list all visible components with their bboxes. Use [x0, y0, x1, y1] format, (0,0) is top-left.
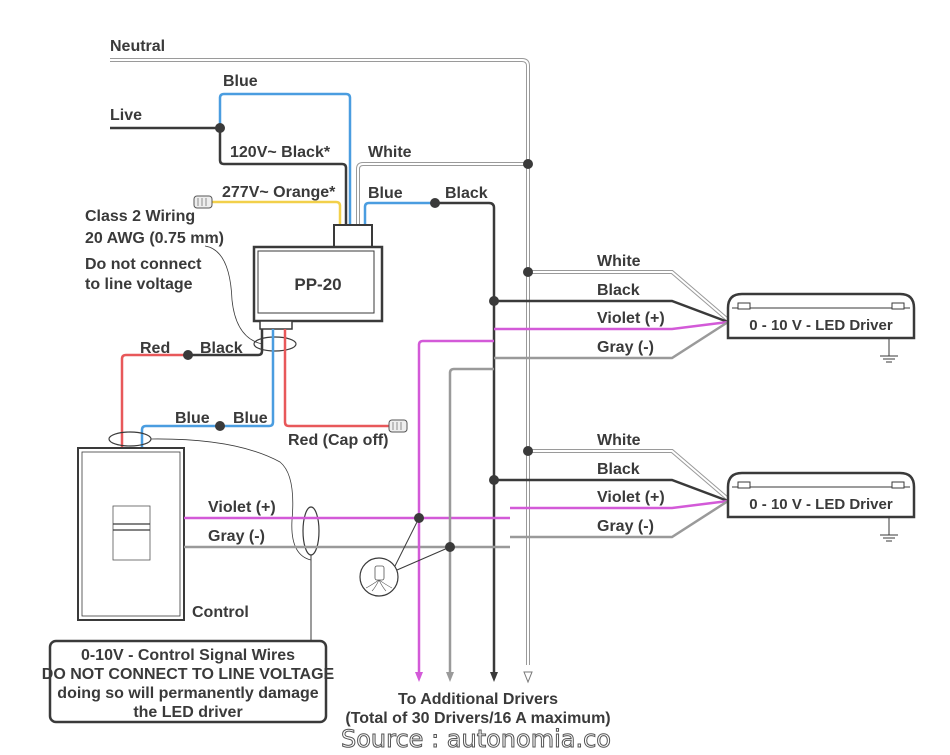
blue-wire-top	[218, 92, 352, 225]
driver-black-label: Black	[597, 282, 640, 299]
driver-violet-wire	[494, 320, 729, 331]
blue-control-wire-left	[140, 424, 220, 448]
white-top-label: White	[368, 144, 412, 161]
led-driver-box[interactable]: 0 - 10 V - LED Driver	[726, 471, 916, 519]
live-junction	[215, 123, 225, 133]
warning-line4: the LED driver	[133, 704, 242, 721]
black-output-wire	[435, 201, 496, 675]
red-left-label: Red	[140, 340, 170, 357]
ground-icon	[880, 338, 898, 363]
red-capoff-label: Red (Cap off)	[288, 432, 388, 449]
gray-bus-vertical	[448, 367, 494, 675]
v120-black-label: 120V~ Black*	[230, 144, 331, 161]
led-driver-label: 0 - 10 V - LED Driver	[749, 317, 893, 334]
black-control-wire	[188, 329, 264, 357]
white-arrow-icon	[523, 671, 533, 684]
black-120v-wire	[218, 128, 348, 225]
wire-nut-icon	[193, 195, 213, 209]
black-arrow-icon	[490, 672, 498, 682]
white-junction	[523, 267, 533, 277]
additional-drivers-line1: To Additional Drivers	[398, 691, 558, 708]
wire-nut-callout-icon	[359, 517, 451, 597]
driver-white-wire-inner	[528, 450, 729, 500]
gray-arrow-icon	[446, 672, 454, 682]
warning-line2: DO NOT CONNECT TO LINE VOLTAGE	[42, 666, 335, 683]
black-mid-label: Black	[445, 185, 488, 202]
driver-gray-label: Gray (-)	[597, 339, 654, 356]
driver-white-label: White	[597, 253, 641, 270]
black-junction	[489, 296, 499, 306]
white-wire-top	[356, 162, 528, 225]
additional-drivers-line2: (Total of 30 Drivers/16 A maximum)	[345, 710, 610, 727]
violet-arrow-icon	[415, 672, 423, 682]
led-driver-label: 0 - 10 V - LED Driver	[749, 496, 893, 513]
blue-top-label: Blue	[223, 73, 258, 90]
red-control-wire	[120, 353, 188, 448]
class2-label-line2: 20 AWG (0.75 mm)	[85, 230, 224, 247]
warning-box	[48, 639, 328, 724]
driver-white-wire-inner	[528, 271, 729, 321]
wire-nut-capoff-icon	[388, 419, 408, 433]
violet-control-label: Violet (+)	[208, 499, 276, 516]
source-watermark: Source : autonomia.co	[341, 725, 611, 753]
neutral-label: Neutral	[110, 38, 165, 55]
v277-orange-label: 277V~ Orange*	[222, 184, 336, 201]
driver-violet-wire	[510, 499, 729, 510]
led-driver-box[interactable]: 0 - 10 V - LED Driver	[726, 292, 916, 340]
warning-line3: doing so will permanently damage	[57, 685, 318, 702]
blue-black-junction	[430, 198, 440, 208]
warning-line1: 0-10V - Control Signal Wires	[81, 647, 295, 664]
control-label: Control	[192, 604, 249, 621]
driver-violet-label: Violet (+)	[597, 310, 665, 327]
class2-leader-line	[204, 245, 263, 345]
bus-arrows	[415, 671, 533, 684]
driver-violet-label: Violet (+)	[597, 489, 665, 506]
pp20-power-pack	[252, 224, 384, 330]
violet-bus-vertical	[417, 339, 494, 675]
driver-black-wire	[494, 478, 729, 503]
ground-icon	[880, 517, 898, 542]
black-junction	[489, 475, 499, 485]
orange-277v-wire	[212, 200, 342, 225]
no-connect-label-line1: Do not connect	[85, 256, 202, 273]
driver-black-label: Black	[597, 461, 640, 478]
white-junction	[523, 446, 533, 456]
class2-label-line1: Class 2 Wiring	[85, 208, 195, 225]
blue-output-wire	[363, 201, 435, 225]
no-connect-label-line2: to line voltage	[85, 276, 193, 293]
driver-gray-label: Gray (-)	[597, 518, 654, 535]
driver-white-label: White	[597, 432, 641, 449]
driver-black-wire	[494, 299, 729, 324]
blue-mid-label: Blue	[368, 185, 403, 202]
control-dimmer[interactable]	[77, 447, 185, 621]
live-label: Live	[110, 107, 142, 124]
red-black-junction	[183, 350, 193, 360]
control-bundle-ellipse	[108, 431, 152, 447]
black-left-label: Black	[200, 340, 243, 357]
neutral-junction	[523, 159, 533, 169]
pp20-label: PP-20	[294, 275, 341, 294]
blue-right-label: Blue	[233, 410, 268, 427]
red-capoff-wire	[283, 329, 390, 428]
gray-control-label: Gray (-)	[208, 528, 265, 545]
neutral-wire	[110, 58, 530, 665]
signal-leader-line	[150, 438, 312, 561]
driver-gray-wire	[494, 320, 729, 360]
blue-control-wire-right	[220, 329, 275, 428]
blue-left-label: Blue	[175, 410, 210, 427]
class2-bundle-ellipse	[253, 336, 297, 352]
blue-blue-junction	[215, 421, 225, 431]
driver-gray-wire	[510, 499, 729, 539]
